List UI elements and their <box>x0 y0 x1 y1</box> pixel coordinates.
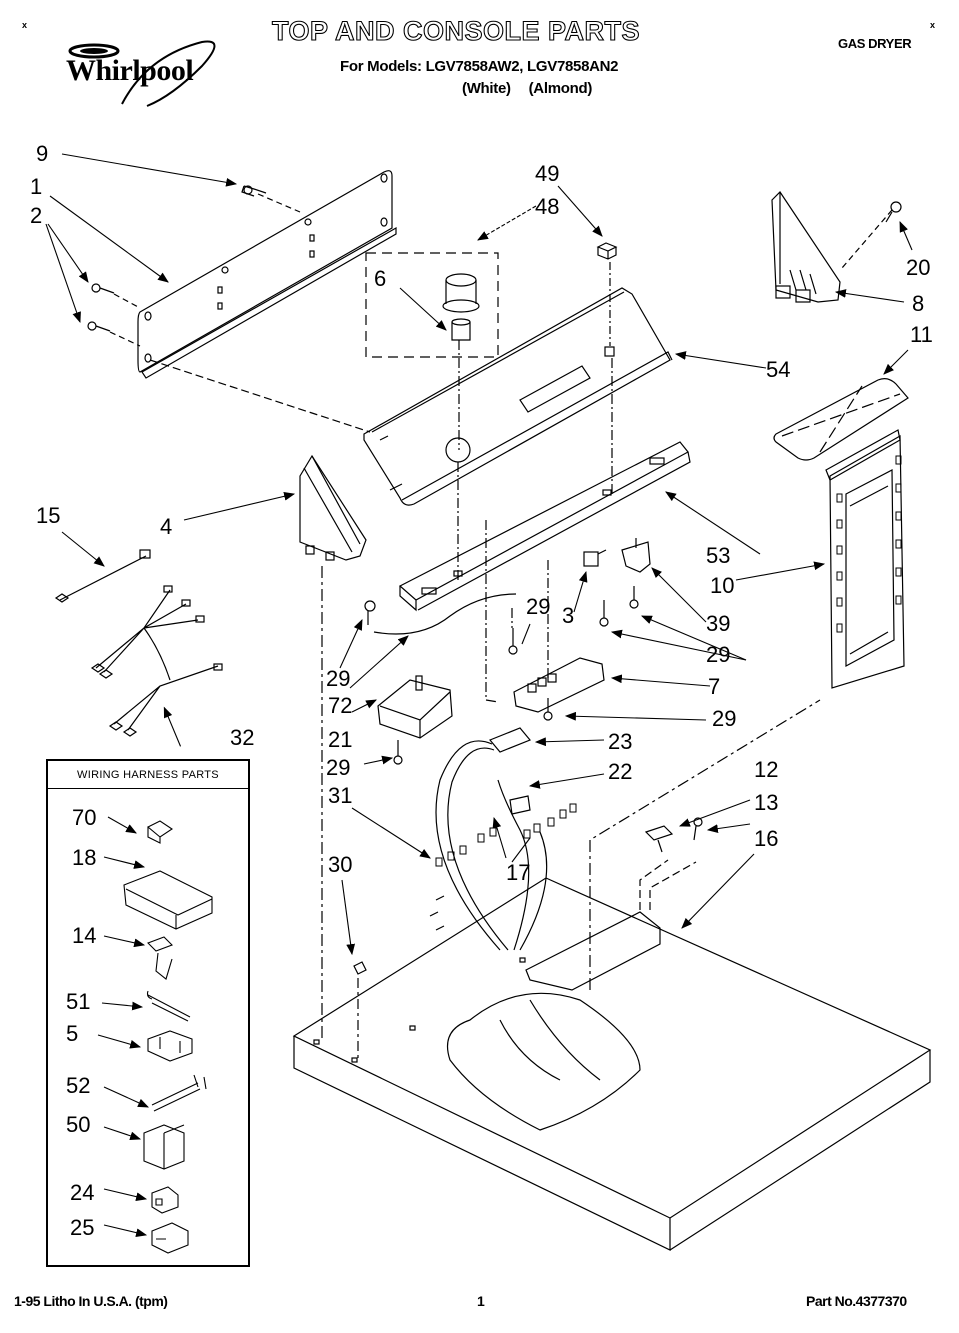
callout-49: 49 <box>535 161 560 186</box>
model-numbers: For Models: LGV7858AW2, LGV7858AN2 <box>340 58 619 75</box>
callout-13: 13 <box>754 790 779 815</box>
part-screws-29 <box>364 586 639 765</box>
part-lint-housing <box>825 429 905 689</box>
callout-29: 29 <box>706 642 731 667</box>
part-lint-screen <box>773 378 909 461</box>
part-ground-wire <box>373 593 517 635</box>
harness-box-title: WIRING HARNESS PARTS <box>48 761 248 789</box>
part-number: Part No.4377370 <box>806 1293 907 1309</box>
callout-25: 25 <box>70 1215 95 1240</box>
callout-50: 50 <box>66 1112 91 1137</box>
callout-72: 72 <box>328 693 353 718</box>
part-push-button <box>596 242 618 346</box>
page-title: TOP AND CONSOLE PARTS <box>271 15 641 46</box>
swirl-icon <box>68 40 216 107</box>
callout-11: 11 <box>910 322 933 347</box>
callout-24: 24 <box>70 1180 95 1205</box>
page-number: 1 <box>477 1293 485 1309</box>
callout-29: 29 <box>526 594 551 619</box>
callout-2: 2 <box>30 203 43 228</box>
part-end-cap-left <box>299 454 367 1040</box>
part-knob-assembly <box>365 252 499 450</box>
callout-51: 51 <box>66 989 91 1014</box>
part-selector-switch <box>513 657 605 713</box>
callout-12: 12 <box>754 757 779 782</box>
callout-6: 6 <box>374 266 387 291</box>
brand-name: Whirlpool <box>66 54 194 87</box>
part-main-harness <box>429 727 577 951</box>
wiring-harness-parts-box: WIRING HARNESS PARTS 70 18 14 51 5 52 50… <box>46 759 250 1267</box>
part-25 <box>103 1222 189 1254</box>
callout-32: 32 <box>230 725 255 750</box>
callout-9: 9 <box>36 141 49 166</box>
callout-29: 29 <box>326 666 351 691</box>
part-end-cap-right <box>771 191 902 303</box>
part-70 <box>107 816 173 844</box>
color-white: (White) <box>462 80 511 97</box>
callout-70: 70 <box>72 805 97 830</box>
part-14 <box>103 935 173 980</box>
callout-14: 14 <box>72 923 97 948</box>
part-wire-harness <box>54 549 223 737</box>
callout-18: 18 <box>72 845 97 870</box>
callout-4: 4 <box>160 514 173 539</box>
harness-parts-art <box>97 816 213 1254</box>
leader-lines <box>45 153 913 956</box>
part-clips <box>353 817 703 1060</box>
part-console-panel <box>363 287 673 506</box>
part-5 <box>97 1030 193 1062</box>
part-52 <box>103 1074 207 1112</box>
callout-54: 54 <box>766 357 791 382</box>
callout-23: 23 <box>608 729 633 754</box>
part-control-bracket <box>398 441 691 612</box>
part-18 <box>103 856 213 930</box>
print-info: 1-95 Litho In U.S.A. (tpm) <box>14 1293 168 1309</box>
callout-48: 48 <box>535 194 560 219</box>
callout-10: 10 <box>710 573 735 598</box>
part-console-bracket <box>137 170 397 433</box>
part-timer <box>377 675 453 739</box>
callout-16: 16 <box>754 826 779 851</box>
callout-20: 20 <box>906 255 931 280</box>
part-top-panel <box>292 699 932 1251</box>
callout-30: 30 <box>328 852 353 877</box>
callout-3: 3 <box>562 603 575 628</box>
corner-mark: x <box>930 20 936 30</box>
part-50 <box>103 1124 185 1170</box>
color-almond: (Almond) <box>528 80 593 97</box>
callout-21: 21 <box>328 727 353 752</box>
callout-22: 22 <box>608 759 633 784</box>
corner-mark: x <box>22 20 28 30</box>
callout-29: 29 <box>326 755 351 780</box>
callout-39: 39 <box>706 611 731 636</box>
part-24 <box>103 1186 179 1214</box>
callout-15: 15 <box>36 503 61 528</box>
callout-17: 17 <box>506 860 531 885</box>
part-switch-bracket <box>621 538 651 573</box>
callout-52: 52 <box>66 1073 91 1098</box>
part-51 <box>101 990 191 1022</box>
part-screws <box>87 185 301 347</box>
callout-7: 7 <box>708 674 721 699</box>
callout-29: 29 <box>712 706 737 731</box>
callout-5: 5 <box>66 1021 79 1046</box>
model-colors: (White) (Almond) <box>462 80 606 97</box>
callout-31: 31 <box>328 783 353 808</box>
callout-1: 1 <box>30 174 43 199</box>
assembly-lines <box>457 358 613 703</box>
part-switch <box>583 549 607 567</box>
callout-53: 53 <box>706 543 731 568</box>
product-type: GAS DRYER <box>838 36 912 51</box>
brand-logo: Whirlpool <box>52 36 222 108</box>
callout-8: 8 <box>912 291 925 316</box>
